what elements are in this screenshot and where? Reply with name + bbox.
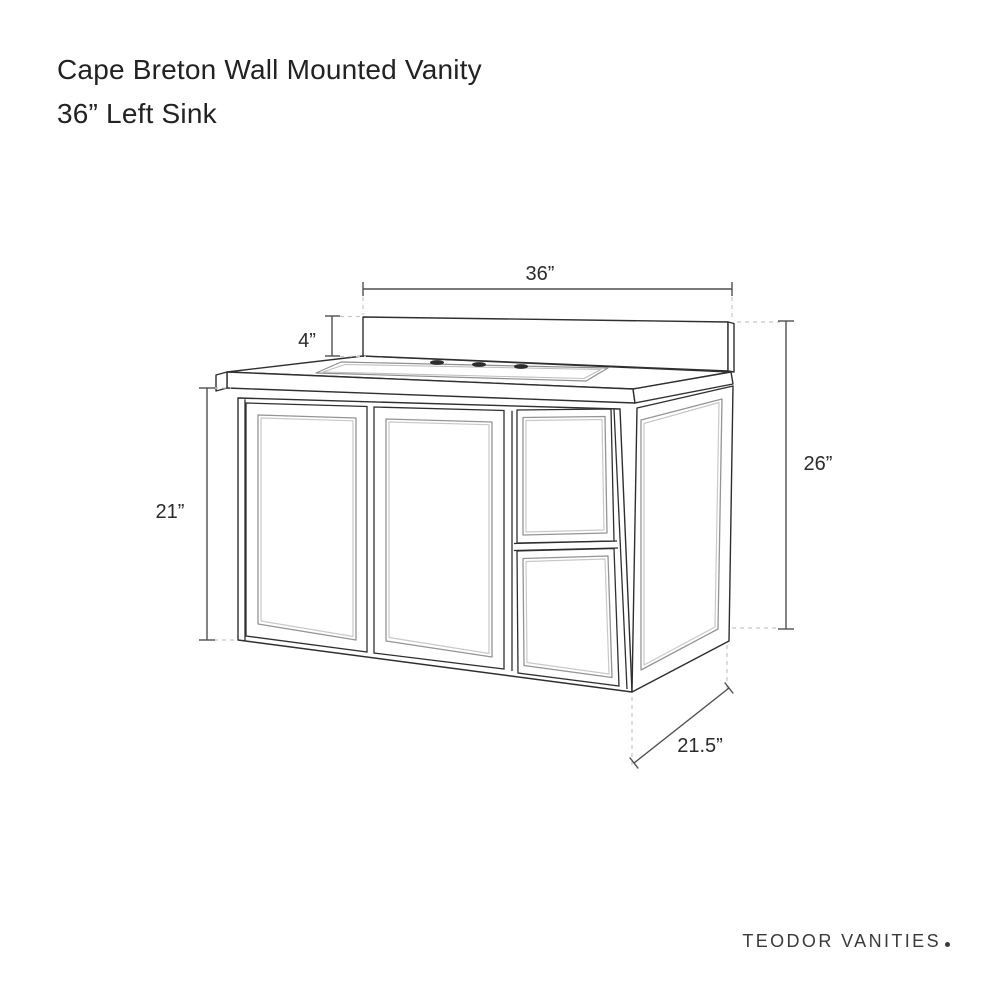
cabinet-front-face bbox=[237, 397, 633, 693]
countertop-right-end bbox=[632, 371, 734, 404]
dimension-overall-height: 26” bbox=[732, 320, 833, 630]
drawer-bottom-inset-panel bbox=[522, 555, 613, 679]
backsplash bbox=[362, 316, 735, 373]
door-left bbox=[245, 402, 368, 653]
backsplash-end-cap bbox=[727, 321, 735, 373]
dimension-backsplash-height: 4” bbox=[298, 315, 366, 358]
dimension-label-backsplash-height: 4” bbox=[298, 330, 316, 352]
drawer-top-inset-panel bbox=[522, 415, 608, 536]
brand-logo-text: TEODOR VANITIES bbox=[742, 931, 941, 951]
dimension-depth: 21.5” bbox=[629, 645, 734, 769]
brand-logo-dot-icon bbox=[945, 942, 950, 947]
faucet-hole-left bbox=[430, 360, 444, 365]
faucet-hole-center bbox=[472, 362, 486, 367]
dimension-label-cabinet-height: 21” bbox=[156, 501, 185, 523]
cabinet-side-face bbox=[631, 385, 734, 693]
dimension-label-depth: 21.5” bbox=[677, 735, 723, 757]
dimension-top-width: 36” bbox=[362, 263, 733, 320]
page-title: Cape Breton Wall Mounted Vanity 36” Left… bbox=[57, 48, 482, 136]
countertop-left-end bbox=[215, 371, 228, 392]
drawer-bottom bbox=[516, 547, 620, 687]
door-right-inset-panel bbox=[385, 418, 493, 658]
product-title-line1: Cape Breton Wall Mounted Vanity bbox=[57, 54, 482, 85]
faucet-holes bbox=[430, 360, 528, 369]
product-title-line2: 36” Left Sink bbox=[57, 98, 217, 129]
faucet-hole-right bbox=[514, 364, 528, 369]
door-left-inset-panel bbox=[257, 414, 357, 641]
side-inset-panel bbox=[640, 398, 723, 671]
dimension-cabinet-height: 21” bbox=[156, 387, 236, 641]
brand-logo: TEODOR VANITIES bbox=[742, 931, 950, 952]
sink-cutout bbox=[315, 361, 609, 382]
dimension-label-top-width: 36” bbox=[526, 263, 555, 285]
dimension-label-overall-height: 26” bbox=[804, 453, 833, 475]
door-right bbox=[373, 406, 505, 670]
